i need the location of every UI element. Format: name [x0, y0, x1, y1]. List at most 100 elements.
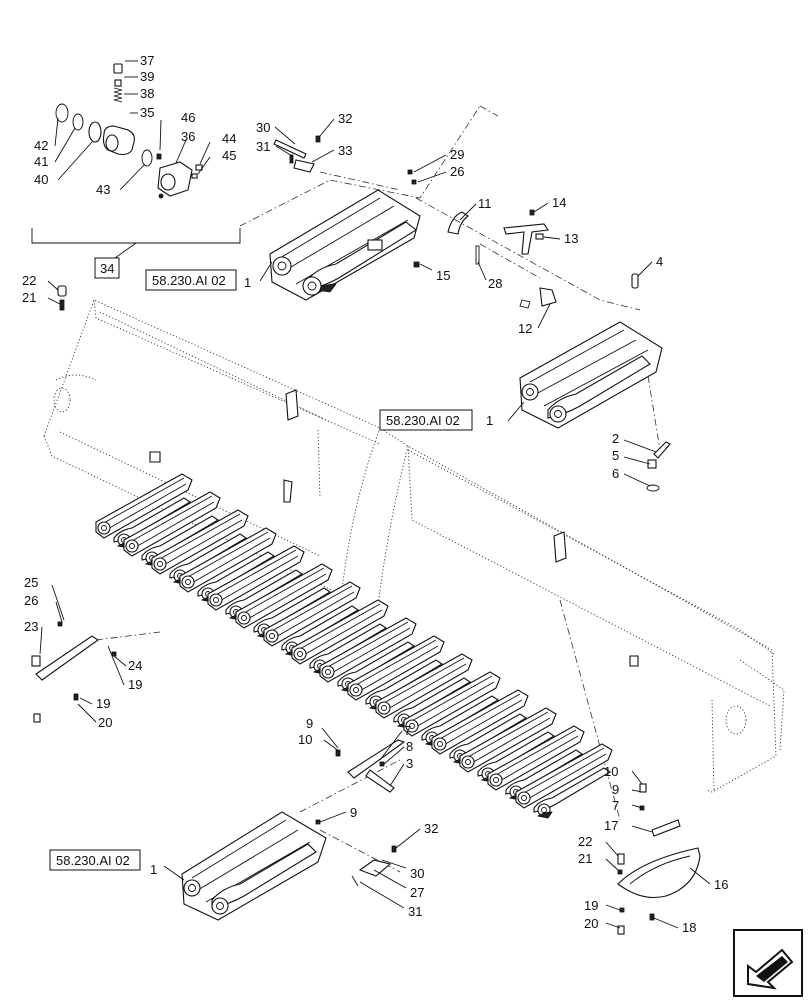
callout-20-right: 20: [584, 916, 598, 931]
callout-32-bottom: 32: [424, 821, 438, 836]
row-unit: [291, 599, 389, 675]
callout-34: 34: [100, 261, 114, 276]
part-45: [191, 173, 198, 179]
ring-41: [72, 113, 84, 131]
ref-label-top[interactable]: 58.230.AI 02: [152, 273, 226, 288]
callout-1-top: 1: [244, 275, 251, 290]
row-unit: [515, 743, 613, 819]
callout-22-top: 22: [22, 273, 36, 288]
callout-7-middle: 7: [404, 723, 411, 738]
row-unit: [235, 563, 333, 639]
ref-box-top[interactable]: [145, 269, 237, 291]
part-39: [114, 79, 122, 87]
callout-20-left: 20: [98, 715, 112, 730]
hardware-21-22-top: [47, 280, 67, 311]
part-46: [156, 153, 162, 160]
callout-38: 38: [140, 86, 154, 101]
bracket-12: [519, 261, 653, 329]
callout-31-top: 31: [256, 139, 270, 154]
callout-4: 4: [656, 254, 663, 269]
callout-19-right: 19: [584, 898, 598, 913]
row-units: [95, 473, 613, 819]
callout-13: 13: [564, 231, 578, 246]
row-unit: [431, 689, 529, 765]
row-unit: [123, 491, 221, 567]
callout-1-bottom: 1: [150, 862, 157, 877]
callout-19-left-b: 19: [96, 696, 110, 711]
callout-35: 35: [140, 105, 154, 120]
callout-12: 12: [518, 321, 532, 336]
callout-21-top: 21: [22, 290, 36, 305]
callout-33: 33: [338, 143, 352, 158]
callout-45: 45: [222, 148, 236, 163]
callout-15: 15: [436, 268, 450, 283]
callout-43: 43: [96, 182, 110, 197]
callout-22-right: 22: [578, 834, 592, 849]
hardware-27-32: [351, 828, 421, 909]
header-frame: [43, 299, 785, 793]
callout-labels: 37 39 38 35 42 41 40 46 36 44 45 43 34 3…: [22, 53, 728, 935]
callout-30-bottom: 30: [410, 866, 424, 881]
row-unit-top: [269, 189, 421, 301]
callout-46: 46: [181, 110, 195, 125]
callout-27: 27: [410, 885, 424, 900]
spring-38: [113, 87, 123, 103]
callout-21-right: 21: [578, 851, 592, 866]
callout-14: 14: [552, 195, 566, 210]
callout-28: 28: [488, 276, 502, 291]
callout-2: 2: [612, 431, 619, 446]
callout-7-right: 7: [612, 798, 619, 813]
arrow-box-icon[interactable]: [733, 929, 803, 997]
callout-37: 37: [140, 53, 154, 68]
left-divider: [31, 584, 127, 723]
center-lines: [95, 105, 661, 873]
callout-40: 40: [34, 172, 48, 187]
callout-36: 36: [181, 129, 195, 144]
hardware-30-33: [273, 118, 335, 173]
row-unit: [95, 473, 193, 549]
ref-label-middle[interactable]: 58.230.AI 02: [386, 413, 460, 428]
ring-40: [88, 121, 102, 143]
bracket-11: [413, 203, 487, 281]
callout-39: 39: [140, 69, 154, 84]
bolt-dot: [158, 193, 164, 199]
ref-label-bottom[interactable]: 58.230.AI 02: [56, 853, 130, 868]
callout-11: 11: [478, 196, 492, 211]
part-44: [195, 164, 203, 171]
callout-8: 8: [406, 739, 413, 754]
housing-bore: [160, 173, 176, 191]
callout-9-middle: 9: [306, 716, 313, 731]
callout-24: 24: [128, 658, 142, 673]
callout-23: 23: [24, 619, 38, 634]
ref-box-bottom[interactable]: [49, 849, 141, 871]
callout-19-left-a: 19: [128, 677, 142, 692]
bracket-13: [503, 202, 561, 255]
callout-26-top: 26: [450, 164, 464, 179]
callout-9-right: 9: [612, 782, 619, 797]
ref-box-middle[interactable]: [379, 409, 473, 431]
callout-29: 29: [450, 147, 464, 162]
right-divider: [605, 770, 711, 935]
ring-42: [55, 103, 69, 123]
callout-3: 3: [406, 756, 413, 771]
assembly-bracket: [31, 228, 241, 244]
callout-31-bottom: 31: [408, 904, 422, 919]
row-unit: [403, 671, 501, 747]
hardware-2-6: [623, 439, 671, 492]
callout-25: 25: [24, 575, 38, 590]
callout-18: 18: [682, 920, 696, 935]
callout-26-left: 26: [24, 593, 38, 608]
row-unit-middle: [519, 321, 663, 429]
ring-43: [141, 149, 153, 167]
callout-box-34: [94, 257, 120, 279]
callout-30-top: 30: [256, 120, 270, 135]
callout-44: 44: [222, 131, 236, 146]
row-unit: [347, 635, 445, 711]
callout-1-middle: 1: [486, 413, 493, 428]
hub-bore: [105, 134, 119, 152]
callout-16: 16: [714, 877, 728, 892]
callout-10-middle: 10: [298, 732, 312, 747]
callout-41: 41: [34, 154, 48, 169]
callout-10-right: 10: [604, 764, 618, 779]
